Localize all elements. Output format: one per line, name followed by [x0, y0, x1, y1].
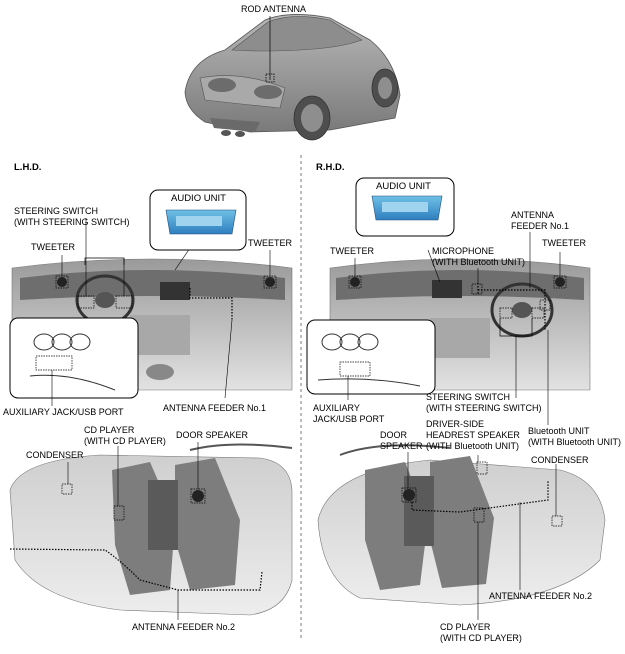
rhd-body-view: [317, 444, 606, 620]
car-rear-view: [184, 14, 401, 141]
lhd-cd-player-note: (WITH CD PLAYER): [84, 436, 166, 446]
lhd-tweeter-left-label: TWEETER: [31, 242, 75, 252]
rhd-steering-switch-label: STEERING SWITCH: [426, 392, 511, 402]
lhd-audio-unit-callout: [149, 189, 247, 251]
lhd-antenna-feeder-2-label: ANTENNA FEEDER No.2: [132, 622, 236, 632]
rhd-antenna-feeder-1-label: ANTENNA: [511, 210, 555, 220]
rhd-audio-unit-callout: [355, 177, 455, 237]
rhd-steering-switch-note: (WITH STEERING SWITCH): [426, 403, 542, 413]
rhd-headrest-speaker-label-2: HEADREST SPEAKER: [426, 430, 520, 440]
lhd-audio-unit-label: AUDIO UNIT: [171, 193, 226, 204]
lhd-cd-player-label: CD PLAYER: [84, 425, 135, 435]
rod-antenna-label: ROD ANTENNA: [241, 4, 307, 14]
lhd-steering-switch-label: STEERING SWITCH: [14, 206, 99, 216]
lhd-condenser-label: CONDENSER: [26, 450, 84, 460]
rhd-aux-jack-label: AUXILIARY: [313, 403, 360, 413]
rhd-section-heading: R.H.D.: [316, 162, 345, 173]
rhd-headrest-speaker-label: DRIVER-SIDE: [426, 419, 485, 429]
rhd-door-speaker-label-2: SPEAKER: [380, 441, 423, 451]
rhd-audio-unit-label: AUDIO UNIT: [376, 181, 431, 192]
lhd-door-speaker-label: DOOR SPEAKER: [176, 430, 249, 440]
rhd-microphone-note: (WITH Bluetooth UNIT): [432, 257, 526, 267]
lhd-aux-inset: [9, 317, 139, 406]
rhd-aux-inset: [306, 319, 436, 400]
rhd-aux-jack-label-2: JACK/USB PORT: [313, 414, 385, 424]
rhd-microphone-label: MICROPHONE: [432, 246, 495, 256]
rhd-door-speaker-label: DOOR: [380, 430, 407, 440]
rhd-bluetooth-unit-note: (WITH Bluetooth UNIT): [528, 437, 622, 447]
lhd-steering-switch-note: (WITH STEERING SWITCH): [14, 217, 130, 227]
rhd-tweeter-left-label: TWEETER: [330, 246, 374, 256]
rhd-cd-player-note: (WITH CD PLAYER): [440, 633, 522, 643]
lhd-body-view: [9, 442, 293, 620]
lhd-antenna-feeder-1-label: ANTENNA FEEDER No.1: [163, 403, 267, 413]
rhd-bluetooth-unit-label: Bluetooth UNIT: [528, 426, 590, 436]
lhd-aux-jack-label: AUXILIARY JACK/USB PORT: [3, 407, 124, 417]
rhd-antenna-feeder-1-label-2: FEEDER No.1: [511, 221, 570, 231]
rhd-condenser-label: CONDENSER: [531, 455, 589, 465]
rhd-headrest-speaker-note: (WITH Bluetooth UNIT): [426, 441, 520, 451]
lhd-section-heading: L.H.D.: [14, 162, 42, 173]
rhd-tweeter-right-label: TWEETER: [542, 238, 586, 248]
rhd-antenna-feeder-2-label: ANTENNA FEEDER No.2: [489, 591, 593, 601]
rhd-cd-player-label: CD PLAYER: [440, 622, 491, 632]
lhd-tweeter-right-label: TWEETER: [248, 238, 292, 248]
